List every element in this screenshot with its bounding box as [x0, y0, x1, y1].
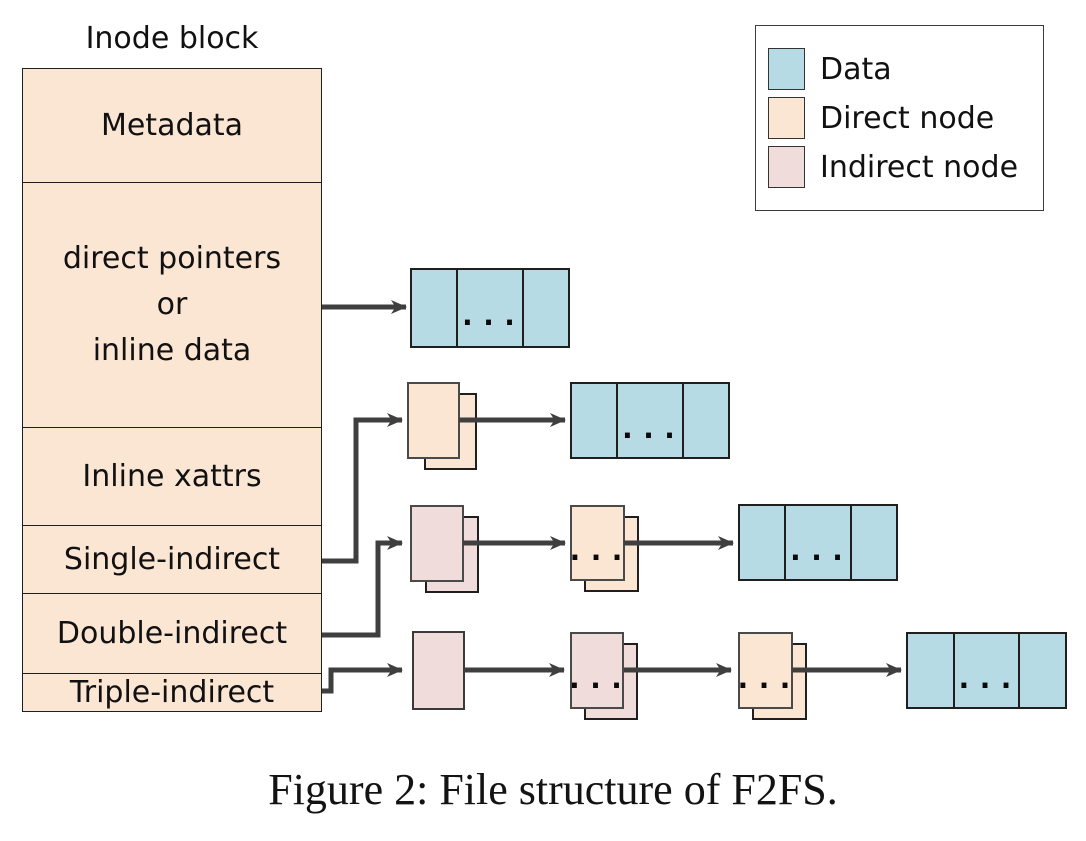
legend-item-indirect-node: Indirect node	[768, 146, 1043, 188]
inode-block-title: Inode block	[85, 21, 259, 56]
data-cell	[740, 506, 784, 579]
data-cell	[521, 270, 568, 346]
data-block-row2: ...	[570, 382, 730, 459]
node-front: ...	[566, 505, 626, 581]
legend: Data Direct node Indirect node	[755, 25, 1044, 211]
data-block-row4: ...	[906, 632, 1067, 709]
node-front: ...	[734, 632, 794, 709]
data-swatch-icon	[768, 48, 805, 90]
legend-item-data: Data	[768, 48, 1043, 90]
data-block-row3: ...	[738, 504, 898, 581]
node-front	[410, 505, 464, 582]
data-cell: ...	[456, 270, 521, 346]
section-label: Single-indirect	[63, 541, 281, 577]
inode-section-triple-indirect: Triple-indirect	[23, 674, 321, 711]
data-cell	[572, 384, 616, 457]
section-label: Metadata	[100, 107, 244, 143]
inode-section-direct-pointers: direct pointers or inline data	[23, 183, 321, 428]
connector-double-indirect-to-indirect-node	[322, 536, 403, 638]
section-label: Triple-indirect	[69, 674, 275, 710]
inode-section-inline-xattrs: Inline xattrs	[23, 428, 321, 526]
data-block-row1: ...	[410, 268, 570, 348]
legend-label: Direct node	[820, 100, 995, 136]
data-cell	[412, 270, 456, 346]
data-cell: ...	[952, 634, 1018, 707]
direct-node-swatch-icon	[768, 97, 805, 139]
inode-section-metadata: Metadata	[23, 69, 321, 183]
connector-triple-indirect-to-indirect-node	[322, 663, 403, 694]
inode-section-single-indirect: Single-indirect	[23, 526, 321, 594]
data-cell: ...	[784, 506, 849, 579]
data-cell: ...	[616, 384, 681, 457]
connector-single-indirect-to-direct-node	[322, 413, 403, 564]
data-cell	[908, 634, 953, 707]
data-cell	[849, 506, 896, 579]
figure-caption: Figure 2: File structure of F2FS.	[268, 765, 838, 814]
node-front: ...	[565, 632, 626, 709]
section-label: Inline xattrs	[82, 458, 262, 494]
legend-label: Indirect node	[820, 149, 1019, 185]
indirect-node-row4	[412, 631, 465, 710]
section-label: direct pointers	[62, 241, 282, 276]
inode-section-double-indirect: Double-indirect	[23, 594, 321, 674]
data-cell	[681, 384, 728, 457]
data-cell	[1018, 634, 1065, 707]
node-front	[407, 382, 460, 459]
inode-block: Metadata direct pointers or inline data …	[22, 68, 322, 712]
legend-item-direct-node: Direct node	[768, 97, 1043, 139]
section-label: inline data	[92, 333, 252, 368]
indirect-node-swatch-icon	[768, 146, 805, 188]
section-label: Double-indirect	[56, 615, 288, 651]
section-label: or	[156, 287, 188, 322]
legend-label: Data	[820, 51, 892, 87]
